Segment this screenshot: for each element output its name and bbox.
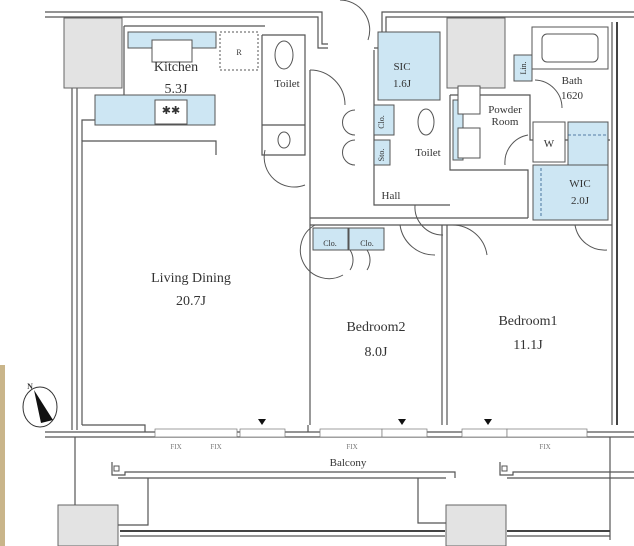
bath-size: 1620 — [561, 90, 584, 102]
bedroom1-size: 11.1J — [513, 338, 543, 353]
toilet-icon — [417, 108, 435, 136]
powder-room-label: Powder — [488, 104, 522, 116]
column — [63, 17, 123, 89]
toilet2-label: Toilet — [415, 147, 441, 159]
bedroom1-label: Bedroom1 — [498, 314, 557, 329]
column — [445, 504, 507, 546]
fix-window-label: FIX — [346, 443, 357, 451]
powder-room-label-2: Room — [492, 116, 519, 128]
fridge-label: R — [236, 48, 242, 57]
washer-label: W — [544, 138, 555, 150]
wic-label: WIC — [569, 178, 590, 190]
clo-label: Clo. — [377, 115, 386, 129]
compass-icon: N — [22, 382, 58, 428]
linen-closet — [513, 54, 533, 82]
living-dining-size: 20.7J — [176, 294, 207, 309]
bath-label: Bath — [562, 75, 583, 87]
toilet-label: Toilet — [274, 78, 300, 90]
column — [446, 17, 506, 89]
lin-label: Lin. — [519, 61, 528, 74]
wic-storage — [532, 164, 609, 221]
kitchen-label: Kitchen — [154, 60, 198, 75]
bedroom2-size: 8.0J — [365, 345, 389, 360]
clo-label: Clo. — [323, 239, 337, 248]
balcony-label: Balcony — [330, 457, 367, 469]
closet — [348, 227, 385, 251]
stove-icon — [154, 99, 188, 125]
sic-label: SIC — [393, 61, 410, 73]
sto-label: Sto. — [377, 149, 386, 162]
sic-size: 1.6J — [393, 78, 412, 90]
stove-burners-icon: ✱✱ — [162, 105, 180, 117]
closet — [312, 227, 349, 251]
windows — [154, 419, 588, 438]
toilet-icon — [274, 40, 294, 70]
sink-icon — [277, 131, 291, 149]
column — [57, 504, 119, 546]
storage — [373, 139, 391, 166]
fridge-space — [219, 31, 259, 71]
balcony-structure — [74, 437, 634, 540]
sink — [151, 39, 193, 63]
doors — [263, 0, 608, 280]
hall-label: Hall — [382, 190, 401, 202]
wic-size: 2.0J — [571, 195, 590, 207]
sic-storage — [377, 31, 441, 101]
fix-window-label: FIX — [170, 443, 181, 451]
bedroom2-label: Bedroom2 — [346, 320, 405, 335]
living-dining-label: Living Dining — [151, 271, 231, 286]
washer — [532, 121, 566, 163]
clo-label: Clo. — [360, 239, 374, 248]
neighbor-texture — [0, 365, 5, 546]
kitchen-size: 5.3J — [165, 82, 189, 97]
fix-window-label: FIX — [539, 443, 550, 451]
fix-window-label: FIX — [210, 443, 221, 451]
closet — [373, 104, 395, 136]
compass-north-label: N — [27, 382, 33, 391]
